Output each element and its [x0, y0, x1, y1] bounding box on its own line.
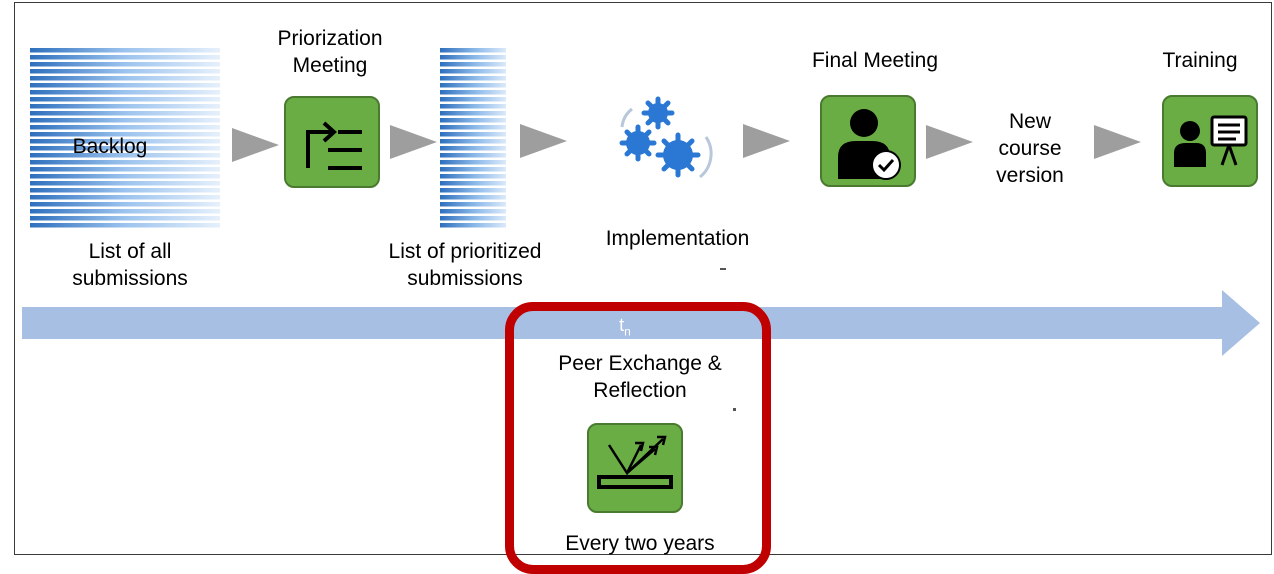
stack-slab [440, 125, 506, 130]
prioritized-caption: List of prioritized submissions [388, 240, 542, 290]
stack-slab [30, 195, 220, 200]
flow-arrow-6 [1094, 125, 1141, 159]
stack-slab [30, 118, 220, 123]
stack-slab [30, 160, 220, 165]
stack-slab [440, 118, 506, 123]
stack-slab [440, 167, 506, 172]
stack-slab [30, 132, 220, 137]
stack-slab [30, 83, 220, 88]
stacked-layers-icon [30, 48, 220, 229]
stack-slab [440, 90, 506, 95]
stack-slab [440, 153, 506, 158]
timeline-label: tn [619, 315, 631, 339]
diagram-frame [14, 2, 1272, 555]
stack-slab [440, 104, 506, 109]
stack-slab [30, 111, 220, 116]
reorder-list-icon [284, 96, 380, 188]
stack-slab [440, 111, 506, 116]
stack-slab [30, 90, 220, 95]
stack-slab [30, 55, 220, 60]
flow-arrow-4 [743, 124, 790, 158]
person-check-icon [820, 95, 916, 187]
stack-slab [30, 69, 220, 74]
training-title: Training [1162, 49, 1238, 72]
stack-slab [440, 69, 506, 74]
stack-slab [30, 153, 220, 158]
stack-slab [30, 104, 220, 109]
stack-slab [30, 202, 220, 207]
presenter-icon [1162, 95, 1258, 187]
stack-slab [30, 209, 220, 214]
stack-slab [440, 202, 506, 207]
stack-slab [30, 181, 220, 186]
implementation-tick [720, 268, 726, 270]
stack-slab [440, 216, 506, 221]
stack-slab [440, 97, 506, 102]
stack-slab [440, 76, 506, 81]
stack-slab [440, 209, 506, 214]
stack-slab [30, 167, 220, 172]
flow-arrow-5 [926, 125, 973, 159]
stack-slab [440, 55, 506, 60]
stack-slab [440, 195, 506, 200]
stack-slab [30, 223, 220, 228]
stack-slab [30, 48, 220, 53]
timeline-arrow [22, 290, 1260, 356]
stack-slab [440, 181, 506, 186]
stack-slab [30, 97, 220, 102]
stack-slab [440, 188, 506, 193]
peer-exchange-title: Peer Exchange & Reflection [558, 352, 722, 402]
stack-slab [440, 132, 506, 137]
final-meeting-title: Final Meeting [811, 49, 939, 72]
stack-slab [30, 62, 220, 67]
stack-slab [440, 160, 506, 165]
stack-slab [440, 146, 506, 151]
backlog-label: Backlog [72, 135, 148, 158]
flow-arrow-2 [390, 125, 437, 159]
flow-arrow-3 [520, 124, 567, 158]
stack-slab [440, 223, 506, 228]
gears-icon [619, 96, 713, 179]
stack-slab [440, 83, 506, 88]
tall-stack-icon [440, 48, 506, 229]
stack-slab [30, 188, 220, 193]
backlog-caption: List of all submissions [72, 240, 188, 290]
flow-arrow-1 [232, 128, 279, 162]
stack-slab [30, 146, 220, 151]
stack-slab [440, 62, 506, 67]
stack-slab [440, 139, 506, 144]
reflection-icon [587, 423, 683, 513]
peer-exchange-caption: Every two years [565, 532, 715, 555]
stack-slab [30, 76, 220, 81]
priorization-title: Priorization Meeting [277, 27, 383, 77]
stack-slab [30, 174, 220, 179]
stack-slab [30, 216, 220, 221]
stack-slab [30, 139, 220, 144]
new-version-label: New course version [996, 110, 1064, 187]
peer-exchange-dot [733, 408, 736, 411]
stack-slab [440, 174, 506, 179]
stack-slab [440, 48, 506, 53]
stack-slab [30, 125, 220, 130]
implementation-caption: Implementation [605, 227, 750, 250]
peer-exchange-highlight [505, 302, 771, 574]
